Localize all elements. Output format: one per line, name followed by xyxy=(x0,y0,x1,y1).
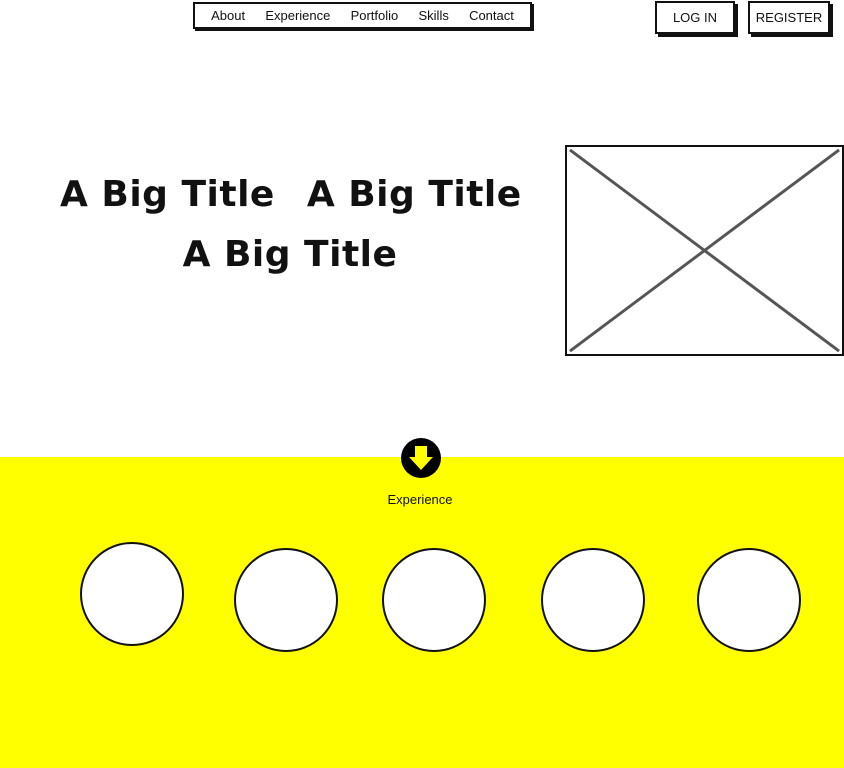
experience-circle[interactable] xyxy=(382,548,486,652)
experience-circle[interactable] xyxy=(697,548,801,652)
image-placeholder-cross xyxy=(569,148,840,353)
experience-circle[interactable] xyxy=(80,542,184,646)
top-navigation: About Experience Portfolio Skills Contac… xyxy=(193,2,532,29)
experience-circle[interactable] xyxy=(234,548,338,652)
image-placeholder-icon xyxy=(565,145,844,356)
nav-item-portfolio[interactable]: Portfolio xyxy=(350,8,399,23)
hero-title-row-2: A Big Title xyxy=(60,225,520,285)
hero-title: A Big Title xyxy=(306,174,522,215)
arrow-down-circle-icon[interactable] xyxy=(400,437,442,479)
nav-item-contact[interactable]: Contact xyxy=(469,8,514,23)
hero-title-row-1: A Big Title A Big Title xyxy=(60,165,522,225)
login-button[interactable]: LOG IN xyxy=(655,1,735,34)
hero-title: A Big Title xyxy=(60,174,275,215)
hero-title: A Big Title xyxy=(182,234,398,275)
experience-circle[interactable] xyxy=(541,548,645,652)
nav-item-experience[interactable]: Experience xyxy=(265,8,331,23)
hero-titles: A Big Title A Big Title A Big Title xyxy=(60,165,522,285)
section-label-experience: Experience xyxy=(387,492,453,507)
register-button[interactable]: REGISTER xyxy=(748,1,830,34)
nav-item-skills[interactable]: Skills xyxy=(418,8,449,23)
nav-item-about[interactable]: About xyxy=(211,8,246,23)
